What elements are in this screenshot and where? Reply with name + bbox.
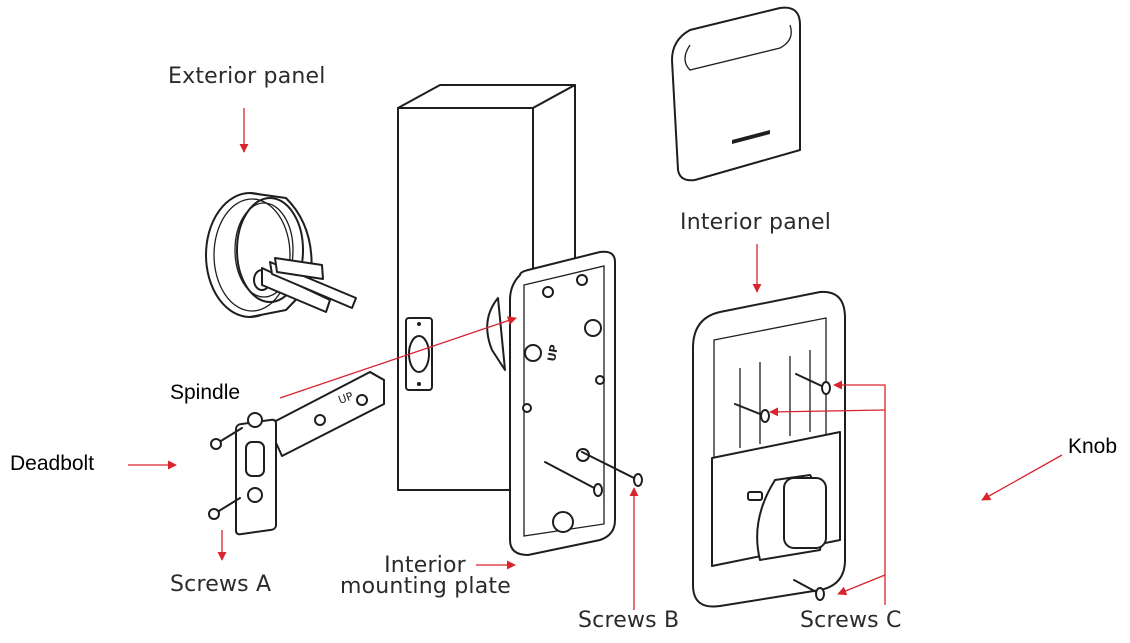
exterior-panel-cylinder xyxy=(205,192,357,318)
arrow-screws-c-2 xyxy=(769,407,886,417)
label-interior-panel: Interior panel xyxy=(680,210,832,235)
label-knob: Knob xyxy=(1068,435,1118,458)
arrow-spindle xyxy=(279,316,517,399)
label-interior-mounting-plate-line2: mounting plate xyxy=(340,574,511,599)
screws-c xyxy=(734,373,831,601)
arrow-screws-c-3 xyxy=(837,574,886,596)
label-interior-mounting-plate: Interior mounting plate xyxy=(340,553,511,599)
plate-up-engraving: UP xyxy=(545,344,561,363)
interior-lock-body xyxy=(692,290,846,608)
arrow-knob xyxy=(981,454,1063,501)
label-exterior-panel: Exterior panel xyxy=(168,64,326,89)
deadbolt-up-engraving: UP xyxy=(337,389,356,406)
label-deadbolt: Deadbolt xyxy=(10,452,95,475)
label-interior-mounting-plate-line1: Interior xyxy=(384,553,466,578)
screws-b xyxy=(544,451,643,497)
label-screws-a: Screws A xyxy=(170,572,272,597)
deadbolt-latch: UP xyxy=(235,371,385,536)
interior-panel-cover xyxy=(671,6,801,182)
callout-arrows xyxy=(128,108,1063,610)
screws-a xyxy=(208,427,243,520)
interior-mounting-plate: UP xyxy=(486,250,616,556)
label-screws-b: Screws B xyxy=(578,608,680,633)
arrow-screws-c-1 xyxy=(833,380,886,605)
label-screws-c: Screws C xyxy=(800,608,902,633)
label-spindle: Spindle xyxy=(170,381,241,404)
